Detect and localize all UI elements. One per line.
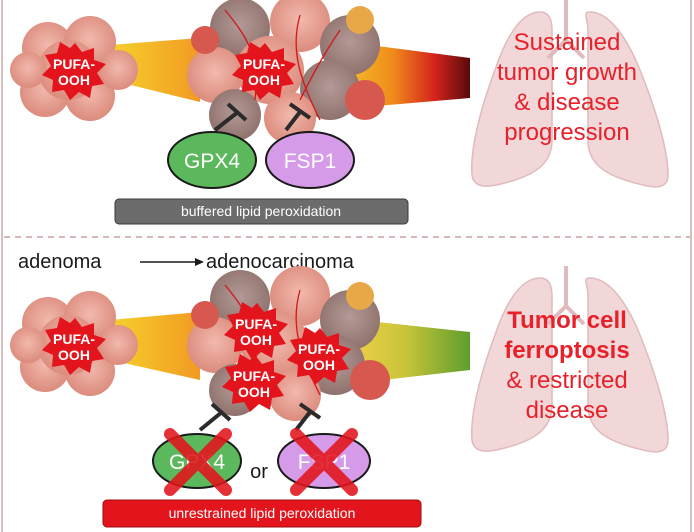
or-label: or (250, 461, 268, 483)
progression-arrow: adenoma adenocarcinoma (18, 251, 355, 273)
bottom-outcome-line-3: & restricted (506, 367, 627, 394)
top-outcome-line-1: Sustained (514, 29, 621, 56)
bottom-outcome-line-2: ferroptosis (504, 337, 629, 364)
buffered-lipid-peroxidation-bar (114, 198, 409, 225)
fsp1-enzyme-inhibited: FSP1 (277, 428, 371, 496)
adenoma-label: adenoma (18, 251, 102, 273)
pufa-ooh-label-large: PUFA-OOH (243, 56, 285, 88)
lungs-icon (470, 0, 669, 188)
pufa-ooh-burst-cluster-2: PUFA-OOH (287, 327, 351, 385)
top-outcome-line-3: & disease (514, 89, 619, 116)
adenocarcinoma-cell-cluster (187, 0, 385, 144)
inhibition-arrows-bottom (198, 402, 322, 432)
unrestrained-lipid-peroxidation-label: unrestrained lipid peroxidation (169, 505, 356, 521)
signal-beam-left (110, 38, 200, 102)
bottom-outcome-line-1: Tumor cell (507, 307, 627, 334)
top-outcome-line-4: progression (504, 119, 629, 146)
arrowhead-icon (195, 258, 204, 266)
pufa-ooh-cluster-label-2: PUFA-OOH (298, 341, 340, 373)
bottom-panel: PUFA-OOH PUFA-OOH PUFA-OOH PUFA-OOH GPX4 (10, 266, 669, 528)
adenocarcinoma-label: adenocarcinoma (206, 251, 355, 273)
top-outcome-line-2: tumor growth (497, 59, 637, 86)
fsp1-label: FSP1 (284, 150, 337, 173)
pufa-ooh-burst-cluster-1: PUFA-OOH (224, 302, 288, 360)
inhibition-arrows (213, 102, 312, 132)
pufa-ooh-cluster-label-3: PUFA-OOH (233, 368, 275, 400)
cross-mark-icon-2 (290, 428, 358, 496)
pufa-ooh-burst-cluster-3: PUFA-OOH (222, 354, 286, 412)
unrestrained-lipid-peroxidation-bar (102, 499, 422, 528)
top-panel: PUFA-OOH PUFA-OOH GPX4 FSP1 buffered lip… (10, 0, 669, 225)
pufa-ooh-cluster-label-1: PUFA-OOH (235, 316, 277, 348)
buffered-lipid-peroxidation-label: buffered lipid peroxidation (181, 203, 341, 219)
pufa-ooh-burst-large: PUFA-OOH (232, 42, 296, 100)
lungs-icon-bottom (470, 266, 669, 453)
gpx4-enzyme: GPX4 (167, 131, 257, 189)
gpx4-enzyme-inhibited: GPX4 (152, 428, 242, 496)
pufa-ooh-label-small: PUFA-OOH (53, 56, 95, 88)
bottom-outcome-text: Tumor cell ferroptosis & restricted dise… (504, 307, 629, 424)
top-outcome-text: Sustained tumor growth & disease progres… (497, 29, 637, 146)
pufa-ooh-burst-small: PUFA-OOH (42, 42, 106, 100)
fsp1-enzyme: FSP1 (265, 131, 355, 189)
cross-mark-icon (164, 428, 232, 496)
signal-beam-left-bottom (110, 312, 200, 380)
pufa-ooh-label-small-bottom: PUFA-OOH (53, 331, 95, 363)
bottom-outcome-line-4: disease (526, 397, 609, 424)
adenocarcinoma-cell-cluster-bottom (187, 266, 390, 421)
pufa-ooh-burst-small-bottom: PUFA-OOH (42, 317, 106, 375)
gpx4-label: GPX4 (184, 150, 240, 173)
